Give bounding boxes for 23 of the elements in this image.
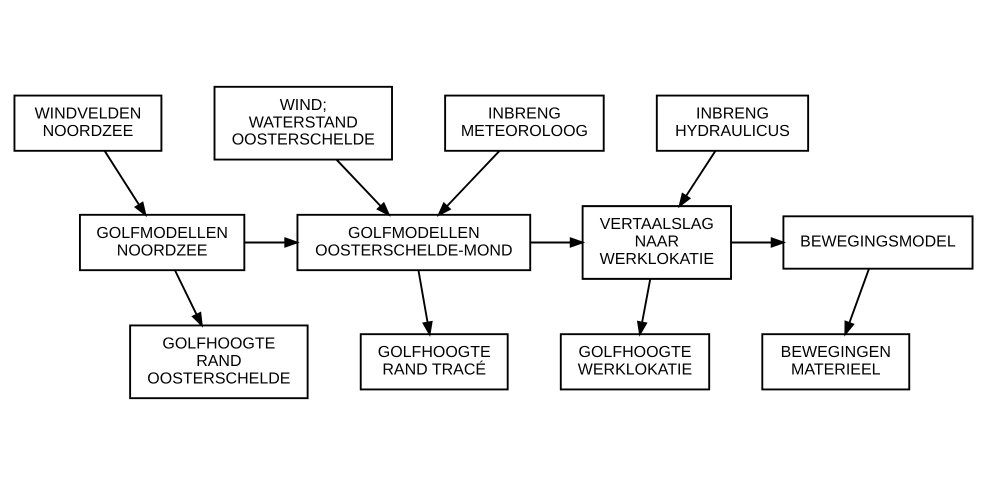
arrow <box>678 150 716 208</box>
node-box: WINDVELDEN NOORDZEE <box>14 94 162 152</box>
node-box: INBRENG METEOROLOOG <box>444 94 605 152</box>
node-box: BEWEGINGSMODEL <box>782 214 974 270</box>
node-box: GOLFHOOGTE WERKLOKATIE <box>560 332 710 390</box>
arrow <box>636 278 652 336</box>
node-box: GOLFHOOGTE RAND OOSTERSCHELDE <box>129 324 309 399</box>
arrow <box>844 268 870 336</box>
arrow <box>174 269 203 328</box>
node-box: INBRENG HYDRAULICUS <box>656 94 810 152</box>
arrow <box>418 270 433 336</box>
arrow <box>336 158 391 216</box>
arrow <box>104 150 147 217</box>
arrow <box>244 236 300 248</box>
arrow <box>530 236 586 248</box>
node-box: VERTAALSLAG NAAR WERKLOKATIE <box>582 204 732 280</box>
node-box: BEWEGINGEN MATERIEEL <box>761 332 910 390</box>
node-box: WIND; WATERSTAND OOSTERSCHELDE <box>214 85 393 160</box>
node-box: GOLFMODELLEN OOSTERSCHELDE-MOND <box>296 213 532 271</box>
arrow <box>436 150 500 216</box>
node-box: GOLFMODELLEN NOORDZEE <box>78 213 246 271</box>
node-box: GOLFHOOGTE RAND TRACÉ <box>360 332 509 390</box>
arrow <box>731 236 786 248</box>
